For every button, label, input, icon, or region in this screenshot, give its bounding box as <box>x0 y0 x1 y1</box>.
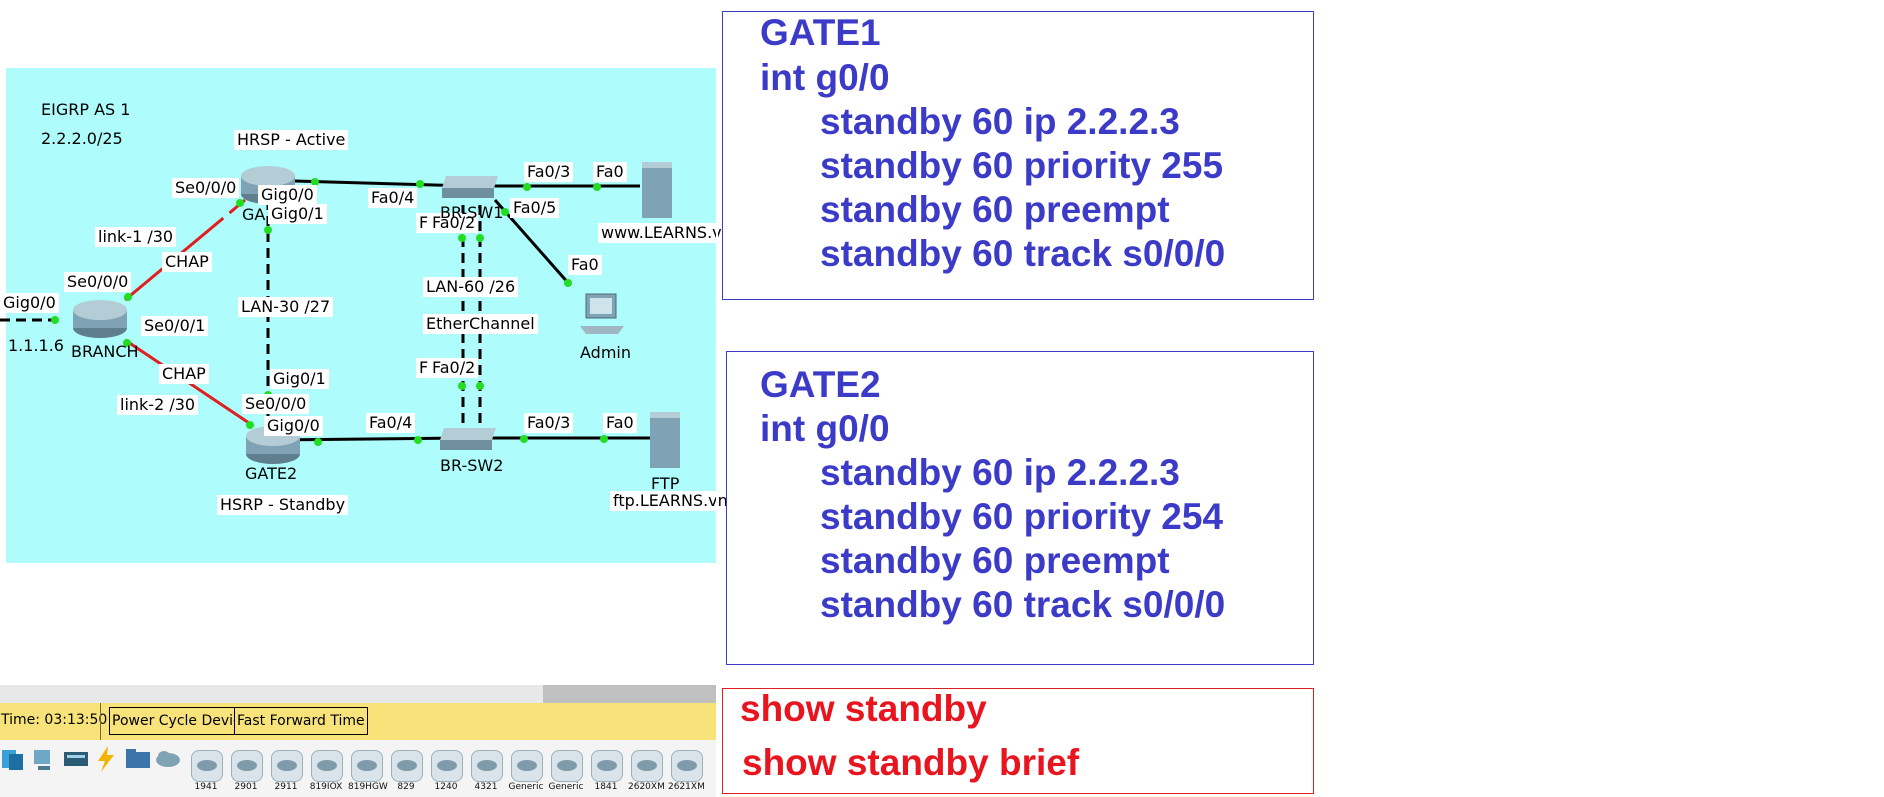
device-label-gate2: GATE2 <box>245 464 298 483</box>
device-tile[interactable]: 1240 <box>428 750 464 794</box>
gate1-config-line: standby 60 preempt <box>820 189 1170 230</box>
command-line: show standby <box>740 688 987 729</box>
port-label: Fa0/3 <box>524 162 574 182</box>
device-tile[interactable]: 2911 <box>268 750 304 794</box>
link1-label: link-1 /30 <box>95 227 177 247</box>
lan60-label: LAN-60 /26 <box>423 277 519 297</box>
device-tile[interactable]: 2901 <box>228 750 264 794</box>
network-devices-icon[interactable] <box>0 744 28 774</box>
port-label: Se0/0/1 <box>141 316 209 336</box>
network-label: 2.2.2.0/25 <box>41 129 123 148</box>
hrsp-active-label: HRSP - Active <box>234 130 349 150</box>
port-label: Gig0/0 <box>258 185 317 205</box>
server-icon[interactable] <box>638 156 678 222</box>
device-label-gate1: GA <box>242 205 266 224</box>
server-label-ftp: ftp.LEARNS.vn <box>610 491 731 511</box>
gate2-config-box <box>726 351 1314 665</box>
gate1-interface: int g0/0 <box>760 57 890 98</box>
device-tile[interactable]: 1941 <box>188 750 224 794</box>
device-tile[interactable]: Generic <box>548 750 584 794</box>
sim-time: Time: 03:13:50 <box>1 712 108 728</box>
port-label: F <box>416 213 432 233</box>
switch-icon[interactable] <box>436 420 500 456</box>
port-label: Fa0/2 <box>429 213 479 233</box>
gate2-interface: int g0/0 <box>760 408 890 449</box>
gate2-config-line: standby 60 preempt <box>820 540 1170 581</box>
cloud-icon[interactable] <box>154 744 182 774</box>
link2-label: link-2 /30 <box>117 395 199 415</box>
eigrp-label: EIGRP AS 1 <box>41 100 131 119</box>
gate1-title: GATE1 <box>760 12 881 53</box>
port-label: Se0/0/0 <box>242 394 310 414</box>
horizontal-scrollbar[interactable] <box>0 685 716 703</box>
gate1-config-line: standby 60 ip 2.2.2.3 <box>820 101 1180 142</box>
gate2-config-line: standby 60 priority 254 <box>820 496 1224 537</box>
port-label: Fa0/3 <box>524 413 574 433</box>
gate1-config-line: standby 60 track s0/0/0 <box>820 233 1226 274</box>
topology-links <box>0 178 650 446</box>
port-label: Gig0/0 <box>264 416 323 436</box>
port-label: Fa0/4 <box>368 188 418 208</box>
router-icon[interactable] <box>70 296 130 340</box>
server-label-www: www.LEARNS.vn <box>598 223 735 243</box>
folder-icon[interactable] <box>124 744 152 774</box>
gate1-config-line: standby 60 priority 255 <box>820 145 1224 186</box>
port-label: Fa0/5 <box>510 198 560 218</box>
commands-box <box>722 688 1314 794</box>
components-icon[interactable] <box>62 744 90 774</box>
switch-icon[interactable] <box>438 168 502 204</box>
port-label: Se0/0/0 <box>172 178 240 198</box>
server-icon[interactable] <box>646 406 686 472</box>
port-label: F <box>416 358 432 378</box>
device-tile[interactable]: Generic <box>508 750 544 794</box>
gate2-config-line: standby 60 track s0/0/0 <box>820 584 1226 625</box>
port-label: Fa0/4 <box>366 413 416 433</box>
lan30-label: LAN-30 /27 <box>238 297 334 317</box>
panel-divider <box>716 0 718 797</box>
port-label: Fa0 <box>568 255 602 275</box>
command-line: show standby brief <box>742 742 1080 783</box>
device-label-sw2: BR-SW2 <box>440 456 504 475</box>
device-tile[interactable]: 4321 <box>468 750 504 794</box>
end-devices-icon[interactable] <box>30 744 58 774</box>
port-label: Fa0 <box>593 162 627 182</box>
gig00-left-label: Gig0/0 <box>0 293 59 313</box>
connections-icon[interactable] <box>92 744 120 774</box>
device-label-branch: BRANCH <box>71 342 139 361</box>
etherchannel-label: EtherChannel <box>423 314 538 334</box>
chap2-label: CHAP <box>159 364 209 384</box>
port-label: Fa0 <box>603 413 637 433</box>
link-serial-1 <box>124 198 246 302</box>
port-label: Se0/0/0 <box>64 272 132 292</box>
fast-forward-button[interactable]: Fast Forward Time <box>234 707 368 735</box>
device-label-ftp: FTP <box>651 474 680 493</box>
link-gate2-sw2 <box>269 436 466 442</box>
device-label-admin: Admin <box>580 343 631 362</box>
device-tile[interactable]: 2620XM <box>628 750 665 794</box>
device-tile[interactable]: 829 <box>388 750 424 794</box>
status-separator <box>100 703 101 740</box>
device-label-sw1: BR-SW1 <box>440 203 504 222</box>
device-tile[interactable]: 819IOX <box>308 750 344 794</box>
gate2-title: GATE2 <box>760 364 881 405</box>
device-tile[interactable]: 819HGW <box>348 750 388 794</box>
pc-icon[interactable] <box>578 290 628 340</box>
gate1-config-box <box>722 11 1314 300</box>
port-label: Fa0/2 <box>429 358 479 378</box>
gate2-config-line: standby 60 ip 2.2.2.3 <box>820 452 1180 493</box>
device-tile[interactable]: 1841 <box>588 750 624 794</box>
device-tile[interactable]: 2621XM <box>668 750 705 794</box>
scroll-thumb[interactable] <box>543 685 716 703</box>
port-label: Gig0/1 <box>270 369 329 389</box>
ip-left-label: 1.1.1.6 <box>8 336 64 355</box>
hsrp-standby-label: HSRP - Standby <box>217 495 349 515</box>
chap1-label: CHAP <box>162 252 212 272</box>
port-label: Gig0/1 <box>268 204 327 224</box>
